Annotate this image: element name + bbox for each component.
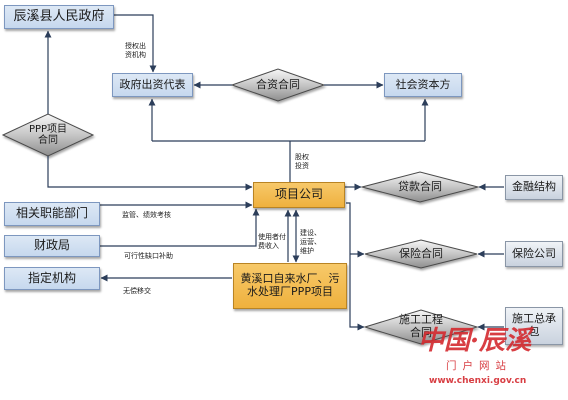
ppp-contract-label: PPP项目 合同 xyxy=(3,114,93,156)
edge-ppp-contract-to-project-company xyxy=(47,156,253,191)
loan-contract-diamond xyxy=(360,171,480,203)
project-label-line-1: 黄溪口自来水厂、污 xyxy=(240,272,340,286)
build-operate-line-1: 建设、 xyxy=(300,229,321,237)
watermark-url: www.chenxi.gov.cn xyxy=(429,376,527,386)
equity-investment-line-2: 投资 xyxy=(295,162,309,170)
county-government-label: 辰溪县人民政府 xyxy=(13,8,105,24)
edge-government-to-representative xyxy=(114,14,157,73)
social-capital-label: 社会资本方 xyxy=(395,77,451,91)
functional-departments-label: 相关职能部门 xyxy=(15,206,88,221)
construction-contract-label: 施工工程 合同 xyxy=(365,310,477,344)
county-government-node: 辰溪县人民政府 xyxy=(4,5,114,29)
insurance-contract-diamond xyxy=(364,239,478,269)
insurer-label: 保险公司 xyxy=(512,246,556,260)
subsidy-text: 可行性缺口补助 xyxy=(124,252,173,260)
user-fees-line-1: 使用者付 xyxy=(258,233,286,241)
supervision-text: 监管、绩效考核 xyxy=(122,211,171,219)
general-contractor-node: 施工总承 包 xyxy=(505,307,563,345)
designated-agency-label: 指定机构 xyxy=(27,270,76,285)
insurance-contract-text: 保险合同 xyxy=(399,246,443,260)
build-operate-line-2: 运营、 xyxy=(300,238,321,246)
build-operate-line-3: 维护 xyxy=(300,247,314,255)
authorized-agency-label: 授权出 资机构 xyxy=(125,42,146,60)
edge-finance-bureau-to-project-company xyxy=(100,208,260,247)
project-company-label: 项目公司 xyxy=(274,187,323,202)
transfer-label: 无偿移交 xyxy=(123,287,151,296)
transfer-text: 无偿移交 xyxy=(123,287,151,295)
general-contractor-label-line-2: 包 xyxy=(528,325,540,338)
jv-contract-label: 合资合同 xyxy=(232,69,324,101)
social-capital-node: 社会资本方 xyxy=(384,73,462,97)
construction-contract-diamond xyxy=(363,309,479,345)
loan-contract-label: 贷款合同 xyxy=(362,172,478,202)
edge-project-company-to-construction-contract xyxy=(346,202,365,331)
general-contractor-label-line-1: 施工总承 xyxy=(512,312,556,326)
insurance-contract-label: 保险合同 xyxy=(365,240,477,268)
authorized-agency-line-2: 资机构 xyxy=(125,51,146,59)
equity-investment-label: 股权 投资 xyxy=(295,153,309,171)
subsidy-label: 可行性缺口补助 xyxy=(124,252,173,261)
construction-contract-text-line-1: 施工工程 xyxy=(399,313,443,327)
authorized-agency-line-1: 授权出 xyxy=(125,42,146,50)
finance-bureau-node: 财政局 xyxy=(4,235,100,257)
gov-representative-node: 政府出资代表 xyxy=(112,73,193,97)
designated-agency-node: 指定机构 xyxy=(4,267,100,290)
financial-institution-label: 金融结构 xyxy=(512,180,556,194)
supervision-label: 监管、绩效考核 xyxy=(122,211,171,220)
jv-contract-text: 合资合同 xyxy=(256,77,300,91)
watermark-portal: 门户网站 xyxy=(446,360,512,372)
construction-contract-text-line-2: 合同 xyxy=(410,326,432,339)
project-label-line-2: 水处理厂PPP项目 xyxy=(247,285,333,298)
insurer-node: 保险公司 xyxy=(505,241,563,267)
ppp-contract-text-line-1: PPP项目 xyxy=(28,123,68,135)
functional-departments-node: 相关职能部门 xyxy=(4,202,100,226)
ppp-contract-text-line-2: 合同 xyxy=(38,135,58,146)
finance-bureau-label: 财政局 xyxy=(33,238,70,253)
user-fees-label: 使用者付 费收入 xyxy=(258,233,286,251)
gov-representative-label: 政府出资代表 xyxy=(119,77,186,91)
user-fees-line-2: 费收入 xyxy=(258,242,279,250)
financial-institution-node: 金融结构 xyxy=(505,175,563,200)
loan-contract-text: 贷款合同 xyxy=(398,179,442,193)
ppp-contract-diamond xyxy=(1,113,95,157)
equity-investment-line-1: 股权 xyxy=(295,153,309,161)
project-company-node: 项目公司 xyxy=(253,182,345,208)
project-node: 黄溪口自来水厂、污 水处理厂PPP项目 xyxy=(233,263,347,309)
watermark-logo: 中国·辰溪 xyxy=(418,326,532,356)
build-operate-label: 建设、 运营、 维护 xyxy=(300,229,321,256)
